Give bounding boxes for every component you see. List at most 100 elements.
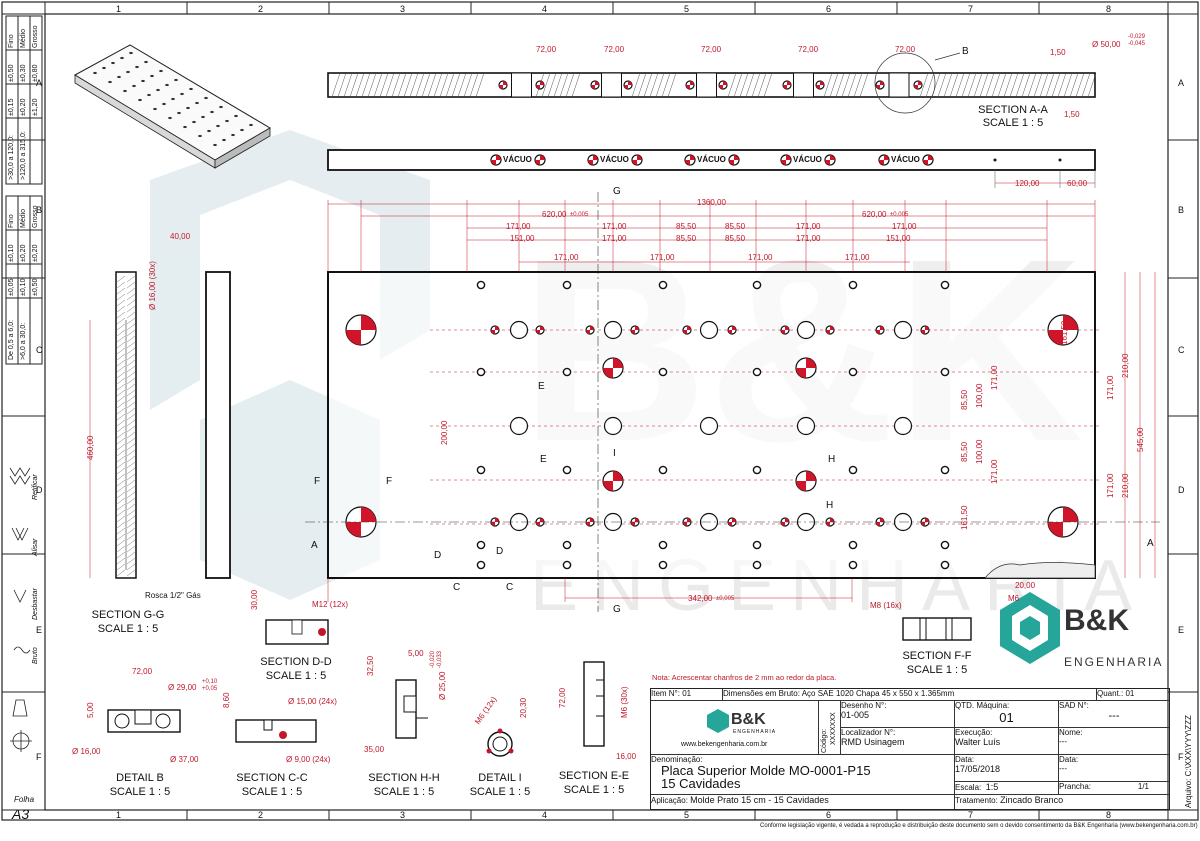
- tb-aplicacao-label: Aplicação:: [651, 796, 688, 805]
- iso-hole: [168, 116, 172, 120]
- hatch-line: [391, 72, 401, 98]
- iso-hole: [111, 61, 115, 65]
- hatch-line: [126, 383, 136, 391]
- aa-pocket: [511, 72, 532, 98]
- iso-hole: [189, 87, 193, 91]
- zone-column-1: 1: [116, 4, 122, 14]
- cavity-hole: [603, 416, 623, 436]
- zone-row-B: B: [36, 205, 43, 215]
- tb-item-label: Item N°:: [651, 689, 680, 698]
- tb-dims-value: Aço SAE 1020 Chapa 45 x 550 x 1.365mm: [801, 689, 955, 698]
- hatch-line: [979, 72, 989, 98]
- zone-column-2: 2: [258, 810, 264, 820]
- zone-column-3: 3: [400, 4, 406, 14]
- aa-dim-150b: 1,50: [1064, 110, 1080, 119]
- hatch-line: [126, 455, 136, 463]
- dim-row2-3: 85,50: [676, 234, 697, 243]
- zone-column-6: 6: [826, 810, 832, 820]
- zone-row-D: D: [36, 485, 43, 495]
- hatch-line: [126, 281, 136, 289]
- tb-tratamento-value: Zincado Branco: [1000, 795, 1064, 805]
- hatch-line: [116, 503, 126, 511]
- aa-hole-marker: [623, 80, 633, 90]
- hatch-line: [451, 72, 461, 98]
- hatch-line: [126, 293, 136, 301]
- iso-hole: [231, 133, 235, 137]
- hatch-line: [126, 389, 136, 397]
- tol-grosso-2: ±1,20: [32, 98, 39, 116]
- ee-thread: M6 (30x): [620, 686, 629, 718]
- zone-column-3: 3: [400, 810, 406, 820]
- cavity-hole: [509, 416, 529, 436]
- aa-tol-down: -0,045: [1128, 41, 1146, 47]
- iso-hole: [222, 138, 226, 142]
- hatch-line: [126, 329, 136, 337]
- aa-pocket: [888, 72, 910, 98]
- detail-i-callout: I: [613, 448, 616, 459]
- hatch-line: [116, 365, 126, 373]
- vacuum-label: VÁCUO: [891, 155, 920, 164]
- bolt-hole: [848, 560, 858, 570]
- section-hh-view: [395, 679, 428, 739]
- hatch-line: [925, 72, 935, 98]
- zone-column-8: 8: [1106, 4, 1112, 14]
- hatch-line: [985, 72, 995, 98]
- tol-range-2: >120,0 a 315,0:: [20, 131, 27, 180]
- hatch-line: [116, 515, 126, 523]
- tol2-range-1: De 0,5 a 6,0:: [8, 319, 15, 360]
- bolt-hole: [658, 540, 668, 550]
- zone-row-B: B: [1178, 205, 1185, 215]
- hatch-line: [126, 497, 136, 505]
- hatch-line: [967, 72, 977, 98]
- iso-hole: [129, 51, 133, 55]
- bolt-hole: [476, 465, 486, 475]
- hatch-line: [126, 551, 136, 559]
- zone-row-F: F: [36, 752, 42, 762]
- aa-tol-up: -0,029: [1128, 34, 1146, 40]
- bolt-hole: [752, 540, 762, 550]
- zone-row-E: E: [1178, 625, 1185, 635]
- hatch-line: [337, 72, 347, 98]
- dim-620-left-tol: ±0,005: [570, 212, 589, 218]
- tb-sad-label: SAD N°:: [1059, 701, 1089, 710]
- tb-nome-value: ---: [1059, 737, 1067, 746]
- tol2-grosso-1: ±0,20: [32, 244, 39, 262]
- cut-c-right: C: [506, 582, 514, 593]
- hatch-line: [116, 431, 126, 439]
- vacuum-marker: [922, 154, 934, 166]
- iso-hole: [141, 79, 145, 83]
- cc-dia-9: Ø 9,00 (24x): [286, 755, 331, 764]
- dim-row1-5: 171,00: [796, 222, 821, 231]
- hatch-line: [116, 341, 126, 349]
- section-ee-scale: SCALE 1 : 5: [563, 784, 625, 796]
- iso-hole: [216, 124, 220, 128]
- iso-hole: [198, 134, 202, 138]
- tb-codigo-cell: Código: XXXXXXX: [819, 701, 841, 755]
- cut-f-right: F: [386, 476, 393, 487]
- aa-hole-marker: [685, 80, 695, 90]
- zone-column-5: 5: [684, 4, 690, 14]
- tb-item-value: 01: [682, 689, 692, 698]
- cut-a-right: A: [1147, 538, 1154, 549]
- aa-diameter: Ø 50,00: [1092, 40, 1121, 49]
- bolt-hole: [752, 367, 762, 377]
- cavity-hole: [796, 416, 816, 436]
- bolt-hole: [940, 560, 950, 570]
- dim-342-tol: ±0,005: [716, 596, 735, 602]
- dim-row2-1: 151,00: [510, 234, 535, 243]
- hatch-line: [991, 72, 1001, 98]
- section-dd-view: [265, 619, 329, 645]
- tb-data2-cell: Data: ---: [1059, 755, 1169, 782]
- hatch-line: [823, 72, 833, 98]
- section-gg-view: [89, 271, 231, 579]
- tb-desenho-value: 01-005: [841, 710, 870, 720]
- vacuum-marker: [631, 154, 643, 166]
- bolt-hole: [752, 560, 762, 570]
- tb-sad-value: ---: [1108, 710, 1120, 722]
- dim-161-bottom: 161,50: [960, 505, 969, 530]
- iso-hole: [213, 143, 217, 147]
- iso-hole: [159, 69, 163, 73]
- iso-hole: [192, 120, 196, 124]
- dim-620-right: 620,00: [862, 210, 887, 219]
- cut-h-top: H: [828, 454, 836, 465]
